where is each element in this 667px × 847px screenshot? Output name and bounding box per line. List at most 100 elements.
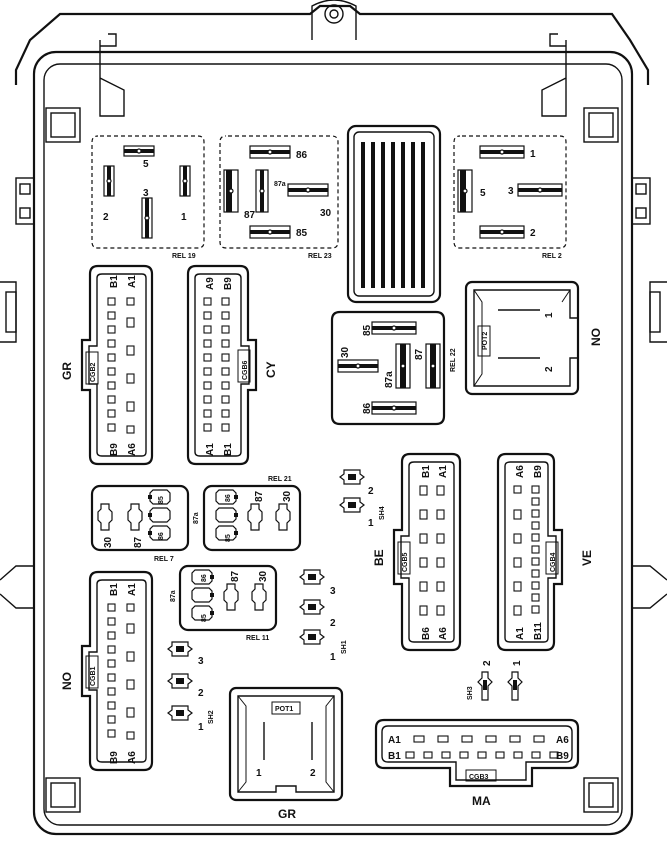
rel23-label: REL 23 [308,253,332,260]
cgb5-pin-a1: A1 [438,465,449,478]
cgb3-pin-a1: A1 [388,735,401,746]
sh1-pin-2: 2 [330,618,336,629]
connector-cgb1[interactable]: B1 A1 B9 A6 CGB1 NO [60,570,154,772]
relay-rel23[interactable]: 86 87a 87 30 85 REL 23 [219,135,339,260]
cgb4-pin-b9: B9 [533,465,544,478]
fuse-grille [346,124,442,304]
rel21-label: REL 21 [268,476,292,483]
rel7-pin-86: 86 [158,532,165,540]
cgb5-label: CGB5 [402,552,409,572]
sh2-pin-3: 3 [198,656,204,667]
shunt-sh2[interactable]: 3 2 1 SH2 [167,641,215,733]
cgb6-pin-a1: A1 [205,443,216,456]
relay-rel11[interactable]: 86 87 30 85 87a REL 11 [170,564,278,642]
pot2-pin-2: 2 [544,366,555,372]
rel19-pin-3: 3 [143,188,149,199]
rel22-pin-87: 87 [414,348,425,360]
pot1-pin-1: 1 [256,768,262,779]
cgb6-color: CY [264,361,278,378]
cgb1-pin-a6: A6 [127,751,138,764]
sh4-label: SH4 [379,506,386,520]
rel7-label: REL 7 [154,556,174,563]
shunt-sh1[interactable]: 3 2 1 SH1 [299,569,348,663]
cgb5-color: BE [372,549,386,566]
pot2-label: POT2 [482,332,489,350]
cgb4-color: VE [580,550,594,566]
cgb2-pin-a6: A6 [127,443,138,456]
cgb1-pin-a1: A1 [127,583,138,596]
sh1-label: SH1 [341,640,348,654]
connector-cgb6[interactable]: A9 B9 A1 B1 CGB6 CY [186,264,278,466]
cgb1-pin-b1: B1 [109,583,120,596]
sh4-pin-2: 2 [368,486,374,497]
cgb5-pin-a6: A6 [438,627,449,640]
cgb4-pin-a1: A1 [515,627,526,640]
rel11-pin-30: 30 [258,570,269,582]
sh2-pin-2: 2 [198,688,204,699]
rel7-pin-85: 85 [158,496,165,504]
cgb6-label: CGB6 [242,360,249,380]
rel19-pin-2: 2 [103,212,109,223]
connector-cgb3[interactable]: A1 A6 B1 B9 CGB3 MA [374,718,580,808]
rel2-label: REL 2 [542,253,562,260]
connector-pot2[interactable]: POT2 1 2 NO [464,280,603,396]
rel21-pin-85: 85 [225,534,232,542]
rel7-pin-30: 30 [103,536,114,548]
cgb5-pin-b1: B1 [421,465,432,478]
rel19-pin-1: 1 [181,212,187,223]
cgb2-color: GR [60,362,74,380]
relay-rel21[interactable]: 86 87 30 85 REL 21 [202,476,302,552]
cgb1-color: NO [60,672,74,690]
pot2-color: NO [589,328,603,346]
cgb2-label: CGB2 [90,362,97,382]
connector-cgb2[interactable]: B1 A1 B9 A6 CGB2 GR [60,264,154,466]
rel2-pin-3: 3 [508,186,514,197]
rel11-pin-87a: 87a [170,590,177,602]
cgb1-label: CGB1 [90,666,97,686]
rel23-pin-87: 87 [244,210,256,221]
shunt-sh3[interactable]: 2 1 SH3 [467,660,523,701]
pot2-pin-1: 1 [544,312,555,318]
rel7-pin-87: 87 [133,536,144,548]
rel21-pin-30: 30 [282,490,293,502]
rel22-label: REL 22 [450,348,457,372]
cgb3-pin-a6: A6 [556,735,569,746]
cgb6-pin-b9: B9 [223,277,234,290]
cgb2-pin-b1: B1 [109,275,120,288]
relay-rel19[interactable]: 5 3 2 1 REL 19 [91,135,205,260]
cgb1-pin-b9: B9 [109,751,120,764]
cgb3-color: MA [472,794,491,808]
sh3-pin-1: 1 [512,660,523,666]
rel11-label: REL 11 [246,635,269,642]
relay-rel22[interactable]: 85 30 87a 87 86 REL 22 [330,310,457,426]
shunt-sh4[interactable]: 2 1 SH4 [339,469,386,529]
rel22-pin-30: 30 [340,346,351,358]
rel22-pin-86: 86 [362,402,373,414]
rel7-pin-87a: 87a [193,512,200,524]
cgb4-pin-a6: A6 [515,465,526,478]
rel22-pin-85: 85 [362,324,373,336]
rel11-pin-85: 85 [201,614,208,622]
connector-cgb4[interactable]: A6 B9 A1 B11 CGB4 VE [496,452,594,652]
sh1-pin-3: 3 [330,586,336,597]
relay-rel7[interactable]: 30 87 86 85 87a REL 7 [90,484,200,563]
cgb3-pin-b9: B9 [556,751,569,762]
rel23-pin-85: 85 [296,228,308,239]
pot1-label: POT1 [275,706,293,713]
cgb2-pin-a1: A1 [127,275,138,288]
cgb6-pin-b1: B1 [223,443,234,456]
rel2-pin-1: 1 [530,149,536,160]
connector-pot1[interactable]: POT1 1 2 GR [228,686,344,821]
rel19-pin-5: 5 [143,159,149,170]
cgb3-pin-b1: B1 [388,751,401,762]
relay-rel2[interactable]: 1 5 3 2 REL 2 [453,135,567,260]
rel2-pin-5: 5 [480,188,486,199]
rel23-pin-30: 30 [320,208,332,219]
sh2-pin-1: 1 [198,722,204,733]
cgb5-pin-b6: B6 [421,627,432,640]
connector-cgb5[interactable]: B1 A1 B6 A6 CGB5 BE [372,452,462,652]
rel23-pin-87a: 87a [274,181,286,188]
rel21-pin-87: 87 [254,490,265,502]
